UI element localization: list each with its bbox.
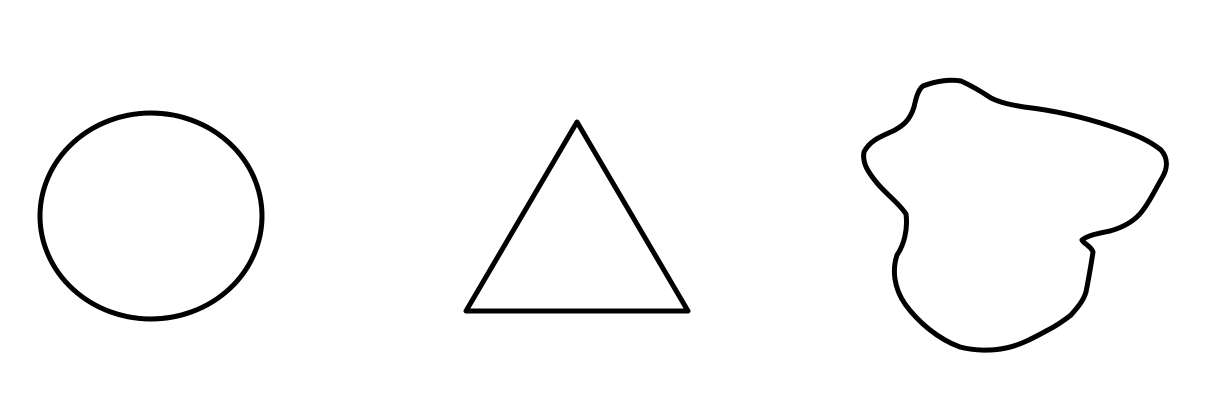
blob-outline-icon [861, 77, 1169, 353]
circle-outline-icon [37, 110, 265, 322]
triangle-outline-icon [463, 119, 691, 314]
